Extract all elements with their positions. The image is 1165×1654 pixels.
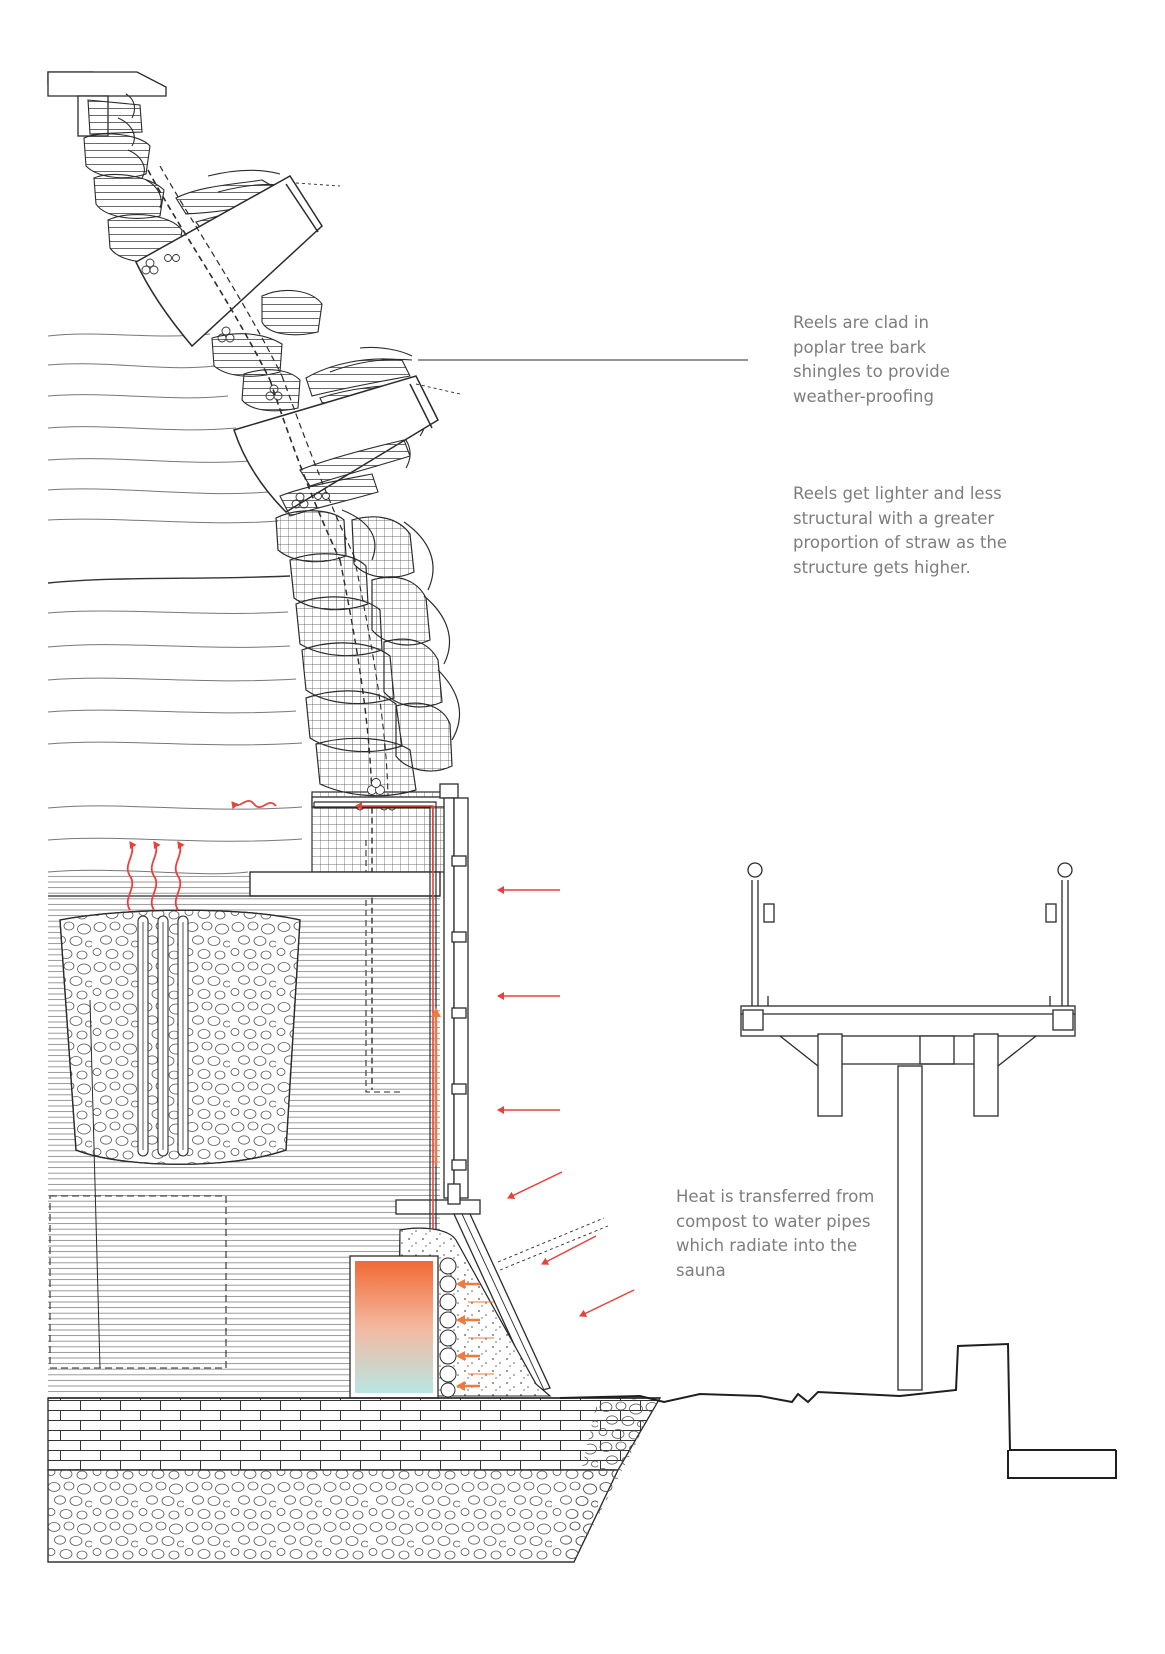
note-line: Reels are clad in: [793, 313, 929, 332]
note-line: poplar tree bark: [793, 337, 927, 357]
ground-step: [1007, 1450, 1117, 1479]
note-line: shingles to provide: [793, 362, 950, 381]
straw-reel-column: [275, 509, 461, 1093]
note-line: compost to water pipes: [676, 1211, 871, 1231]
interior-layer-lines: [47, 333, 303, 875]
note-line: Heat is transferred from: [676, 1187, 875, 1206]
foundation: [47, 1397, 662, 1563]
bark-cladding-note: Reels are clad in poplar tree bark shing…: [793, 311, 950, 409]
note-line: Reels get lighter and less: [793, 484, 1002, 503]
stone-basket: [59, 909, 301, 1165]
note-line: proportion of straw as the: [793, 533, 1008, 552]
heat-wave-icon: [150, 841, 161, 911]
compost-heat-arrows: [456, 1279, 480, 1391]
arrow-left-icon: [507, 1171, 563, 1200]
heat-waves: [126, 799, 277, 911]
note-line: weather-proofing: [793, 386, 934, 406]
note-line: structure gets higher.: [793, 557, 971, 577]
ground-line: [559, 1342, 1116, 1451]
viewing-platform: [740, 862, 1076, 1391]
heat-transfer-note: Heat is transferred from compost to wate…: [676, 1185, 874, 1283]
compost-heat-lines: [468, 1301, 494, 1375]
water-tank: [349, 1255, 439, 1399]
note-line: which radiate into the: [676, 1236, 858, 1255]
note-line: sauna: [676, 1260, 726, 1280]
basket-support: [89, 999, 101, 1369]
note-line: structural with a greater: [793, 508, 995, 528]
wall-glazing: [311, 783, 609, 1393]
heat-wave-icon: [126, 841, 137, 911]
arrow-left-icon: [579, 1289, 635, 1318]
arrow-left-icon: [541, 1235, 597, 1265]
pipe-flow-line: [355, 802, 434, 1230]
upper-reel-cluster: [83, 93, 341, 412]
heat-wave-icon: [231, 799, 277, 810]
heat-wave-icon: [174, 841, 185, 911]
reel-weight-note: Reels get lighter and less structural wi…: [793, 482, 1007, 580]
external-heat-arrows: [497, 886, 635, 1318]
